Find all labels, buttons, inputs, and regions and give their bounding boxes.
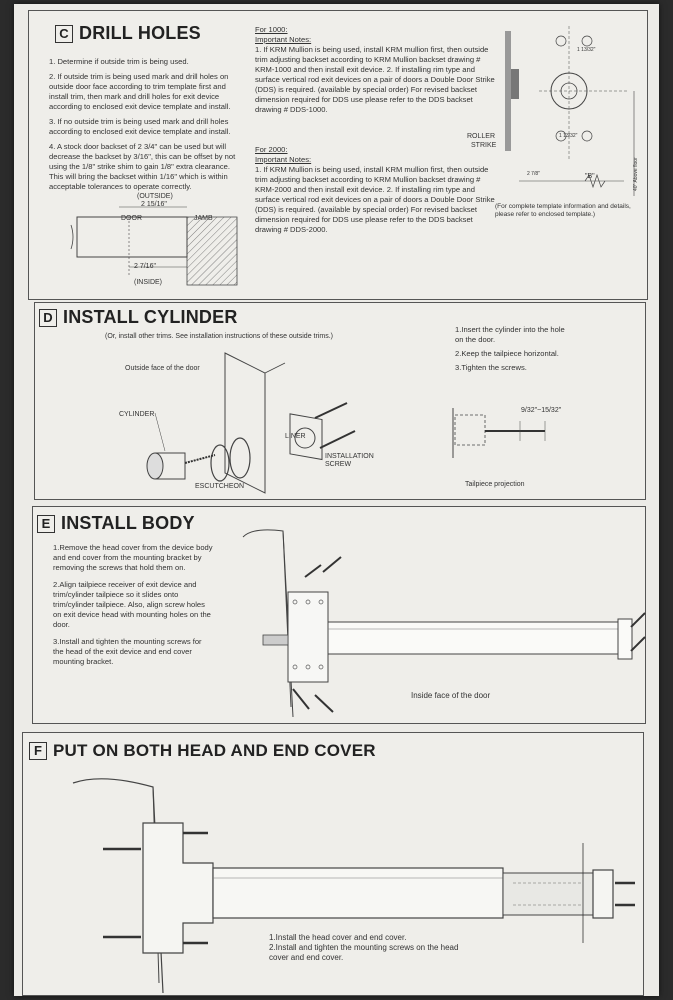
section-head-end-cover: F PUT ON BOTH HEAD AND END COVER [22, 732, 644, 996]
section-install-cylinder: D INSTALL CYLINDER (Or, install other tr… [34, 302, 646, 500]
notes-2000-body: 1. If KRM Mullion is being used, install… [255, 165, 495, 234]
label-outside-face: Outside face of the door [125, 365, 200, 372]
door-section-diagram [70, 206, 238, 286]
cylinder-steps: 1.Insert the cylinder into the hole on t… [455, 325, 565, 373]
label-inside: (INSIDE) [134, 279, 162, 286]
cover-step-1: 1.Install the head cover and end cover. [269, 933, 407, 942]
notes-1000-body: 1. If KRM Mullion is being used, install… [255, 45, 495, 114]
label-inside-face: Inside face of the door [411, 691, 491, 700]
section-title: DRILL HOLES [79, 23, 201, 43]
body-diagram [242, 529, 646, 718]
section-c-header: C DRILL HOLES [55, 23, 201, 44]
label-dim-bottom: 2 7/16" [134, 263, 156, 270]
instruction-page: C DRILL HOLES 1. Determine if outside tr… [14, 4, 659, 996]
cylinder-step-3: 3.Tighten the screws. [455, 363, 527, 372]
label-liner: LINER [285, 433, 306, 440]
section-f-header: F PUT ON BOTH HEAD AND END COVER [29, 741, 376, 761]
body-step-3: 3.Install and tighten the mounting screw… [53, 637, 202, 666]
label-tailpiece: Tailpiece projection [465, 481, 525, 488]
label-b: "B" [585, 173, 595, 180]
notes-2000-subheading: Important Notes: [255, 155, 312, 164]
label-roller: ROLLER [467, 133, 496, 140]
label-strike: STRIKE [471, 142, 497, 149]
cover-diagram [72, 778, 635, 994]
section-letter: C [55, 24, 73, 43]
drill-step-4: 4. A stock door backset of 2 3/4" can be… [49, 142, 236, 191]
cover-step-2: 2.Install and tighten the mounting screw… [269, 943, 459, 962]
section-letter: D [39, 308, 57, 327]
section-letter: E [37, 514, 55, 533]
section-drill-holes: C DRILL HOLES 1. Determine if outside tr… [28, 10, 648, 300]
notes-2000: For 2000: Important Notes: 1. If KRM Mul… [255, 145, 495, 235]
section-title: PUT ON BOTH HEAD AND END COVER [53, 741, 376, 760]
label-strike-dim3: 2 7/8" [527, 171, 540, 177]
cylinder-step-2: 2.Keep the tailpiece horizontal. [455, 349, 559, 358]
cylinder-subtitle: (Or, install other trims. See installati… [105, 333, 333, 340]
label-door: DOOR [121, 215, 142, 222]
label-install-screw-2: SCREW [325, 461, 352, 468]
drill-steps: 1. Determine if outside trim is being us… [49, 57, 239, 197]
body-steps: 1.Remove the head cover from the device … [53, 543, 213, 674]
tailpiece-diagram [452, 408, 546, 458]
section-install-body: E INSTALL BODY 1.Remove the head cover f… [32, 506, 646, 724]
strike-diagram [505, 26, 635, 196]
label-floor: 40" Above floor [633, 157, 639, 191]
drill-step-3: 3. If no outside trim is being used mark… [49, 117, 231, 136]
notes-2000-heading: For 2000: [255, 145, 288, 154]
label-cylinder: CYLINDER [119, 411, 155, 418]
notes-1000-subheading: Important Notes: [255, 35, 312, 44]
label-strike-dim1: 1 13/32" [577, 47, 596, 53]
label-outside: (OUTSIDE) [137, 193, 173, 200]
drill-step-2: 2. If outside trim is being used mark an… [49, 72, 231, 111]
label-dim-tailpiece: 9/32"~15/32" [521, 407, 562, 414]
drill-step-1: 1. Determine if outside trim is being us… [49, 57, 189, 66]
label-escutcheon: ESCUTCHEON [195, 483, 245, 490]
section-title: INSTALL CYLINDER [63, 307, 238, 327]
template-note: (For complete template information and d… [495, 203, 631, 218]
body-step-1: 1.Remove the head cover from the device … [53, 543, 213, 572]
cover-steps: 1.Install the head cover and end cover. … [269, 933, 469, 963]
cylinder-diagram [146, 352, 356, 494]
label-strike-dim2: 1 13/32" [559, 133, 578, 139]
label-install-screw-1: INSTALLATION [325, 453, 374, 460]
section-title: INSTALL BODY [61, 513, 195, 533]
body-step-2: 2.Align tailpiece receiver of exit devic… [53, 580, 211, 629]
section-letter: F [29, 742, 47, 760]
label-dim-top: 2 15/16" [141, 201, 167, 208]
notes-1000-heading: For 1000: [255, 25, 288, 34]
notes-1000: For 1000: Important Notes: 1. If KRM Mul… [255, 25, 495, 115]
label-jamb: JAMB [194, 215, 213, 222]
cylinder-step-1: 1.Insert the cylinder into the hole on t… [455, 325, 565, 344]
section-e-header: E INSTALL BODY [37, 513, 195, 534]
section-d-header: D INSTALL CYLINDER [39, 307, 238, 328]
